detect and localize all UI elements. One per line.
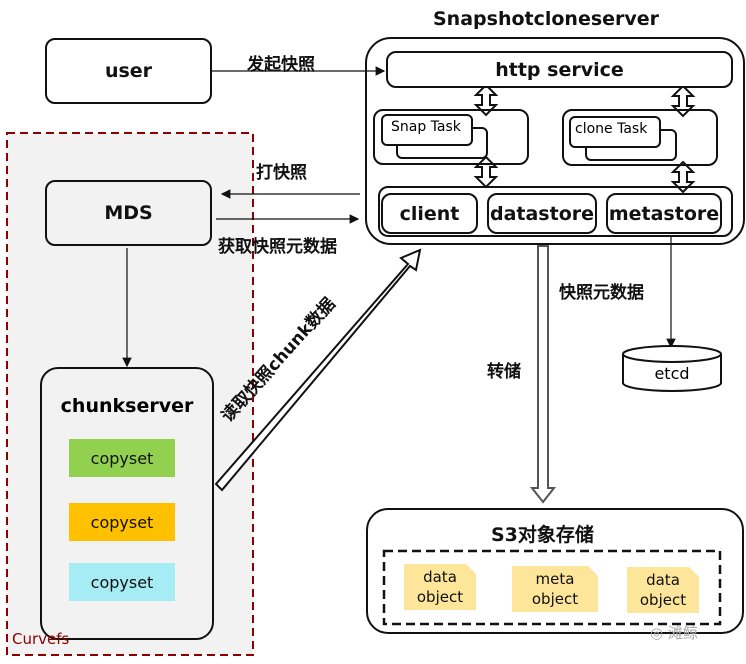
s3-node[interactable]: [366, 508, 744, 634]
object-line: data: [646, 571, 680, 589]
user-node[interactable]: user: [45, 38, 212, 104]
arrow-dump: [529, 245, 557, 504]
storage-group: [378, 186, 733, 237]
data-object-1: data object: [404, 564, 476, 610]
snapshotcloneserver-container: [365, 37, 745, 245]
clone-task-node[interactable]: clone Task: [569, 116, 661, 148]
mds-node[interactable]: MDS: [45, 180, 212, 246]
edge-start-snapshot: 发起快照: [247, 55, 315, 75]
object-line: meta: [535, 570, 575, 588]
edge-snapshot-metadata: 快照元数据: [559, 283, 644, 303]
clone-task-group: [562, 109, 718, 166]
client-node[interactable]: client: [381, 193, 478, 234]
etcd-label: etcd: [654, 364, 690, 383]
object-line: data: [423, 568, 457, 586]
meta-object: meta object: [512, 566, 598, 612]
arrow-chunk-read: [214, 248, 422, 492]
copyset-1: copyset: [69, 439, 175, 477]
object-line: object: [531, 590, 579, 608]
watermark-text: 滩鲸: [667, 624, 698, 642]
edge-get-metadata: 获取快照元数据: [218, 237, 337, 257]
double-arrow-http-clone: [670, 84, 696, 118]
curvefs-label: Curvefs: [12, 630, 70, 648]
chunkserver-label: chunkserver: [60, 395, 194, 417]
metastore-node[interactable]: metastore: [606, 193, 722, 234]
object-line: object: [416, 588, 464, 606]
double-arrow-http-snap: [473, 83, 499, 117]
s3-label: S3对象存储: [491, 524, 594, 546]
copyset-2: copyset: [69, 503, 175, 541]
data-object-2: data object: [627, 567, 699, 613]
edge-take-snapshot: 打快照: [256, 163, 307, 183]
etcd-cylinder: [622, 345, 722, 392]
edge-dump: 转储: [487, 362, 521, 382]
watermark: ◎ 滩鲸: [650, 624, 698, 642]
http-service-node[interactable]: http service: [386, 51, 733, 88]
snap-task-group: [373, 109, 529, 165]
snapshotcloneserver-title: Snapshotcloneserver: [433, 8, 660, 30]
double-arrow-clone-metastore: [670, 160, 696, 194]
datastore-node[interactable]: datastore: [487, 193, 597, 234]
snap-task-node[interactable]: Snap Task: [381, 114, 473, 146]
copyset-3: copyset: [69, 563, 175, 601]
objects-dashed-region: [382, 549, 722, 626]
object-line: object: [639, 591, 687, 609]
